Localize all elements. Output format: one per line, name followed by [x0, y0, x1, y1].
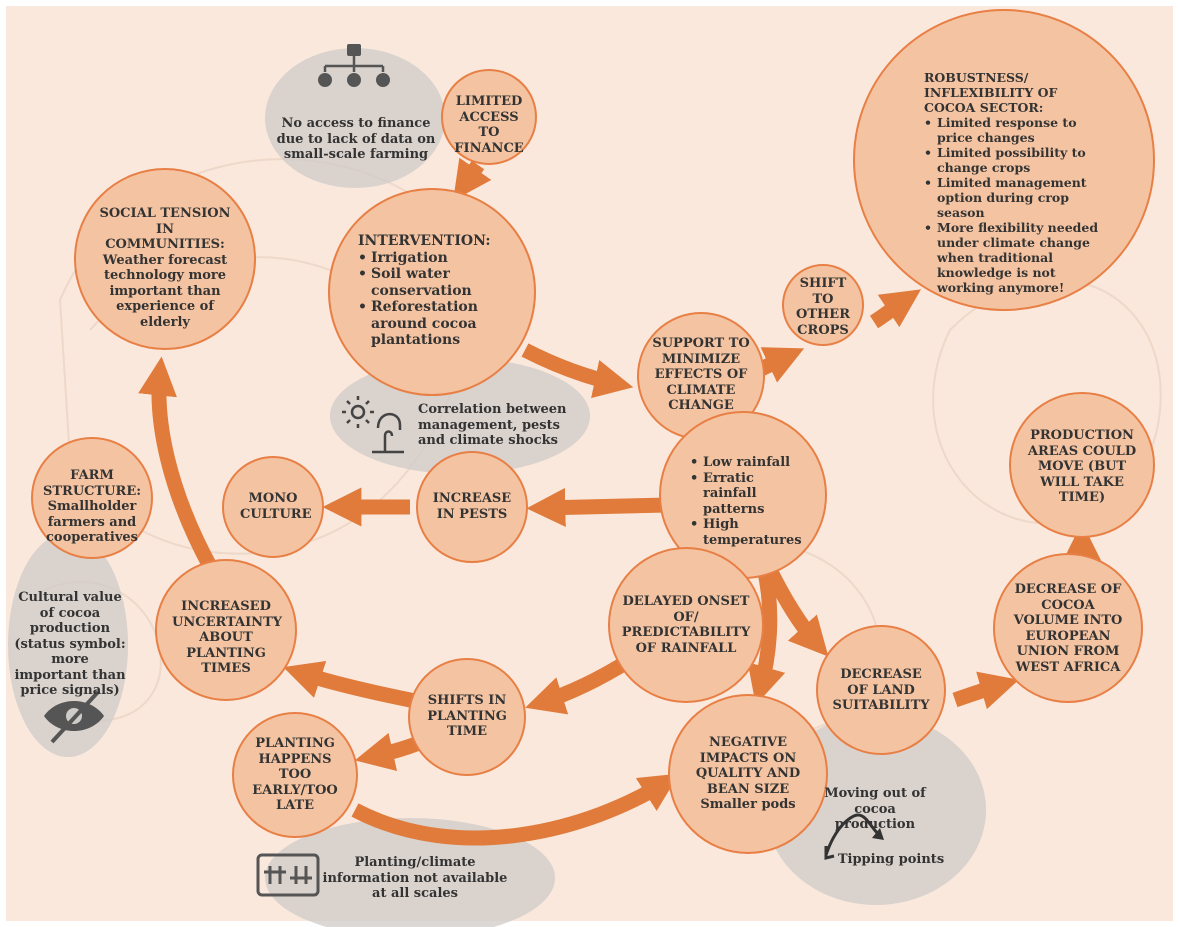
- eye-slash-icon: [44, 690, 104, 744]
- decrease-land-title: DECREASE OF LAND SUITABILITY: [832, 667, 930, 713]
- arrow-uncertainty-to-social: [138, 356, 219, 574]
- negative-impacts-title: NEGATIVE IMPACTS ON QUALITY AND BEAN SIZ…: [695, 735, 801, 797]
- increased-uncertainty-title: INCREASED UNCERTAINTY ABOUT PLANTING TIM…: [172, 599, 283, 676]
- social-tension-circle: [74, 168, 256, 350]
- moving-out-note: Moving out of cocoa production: [824, 786, 926, 832]
- planting-happens-node: PLANTING HAPPENS TOO EARLY/TOO LATE: [243, 736, 347, 814]
- intervention-item: Soil water conservation: [358, 266, 508, 299]
- robustness-node: ROBUSTNESS/ INFLEXIBILITY OF COCOA SECTO…: [924, 70, 1106, 295]
- correlation-note: Correlation between management, pests an…: [418, 402, 567, 448]
- sun-watering-icon: [342, 396, 404, 454]
- finance-note-bubble: [265, 48, 445, 188]
- shift-crops-title: SHIFT TO OTHER CROPS: [796, 276, 850, 338]
- delayed-onset-title: DELAYED ONSET OF/ PREDICTABILITY OF RAIN…: [621, 594, 751, 656]
- farm-structure-body: Smallholder farmers and cooperatives: [46, 499, 138, 545]
- farm-structure-title: FARM STRUCTURE:: [42, 468, 142, 499]
- robustness-item: More flexibility needed under climate ch…: [924, 220, 1106, 295]
- cultural-note: Cultural value of cocoa production (stat…: [14, 590, 126, 698]
- arrow-finance-to-intervention: [453, 157, 492, 201]
- cultural-note-bubble: [8, 533, 128, 757]
- robustness-item: Limited possibility to change crops: [924, 145, 1106, 175]
- mono-culture-node: MONO CULTURE: [240, 491, 312, 522]
- decrease-land-node: DECREASE OF LAND SUITABILITY: [828, 667, 934, 714]
- robustness-item: Limited response to price changes: [924, 115, 1106, 145]
- arrow-shift-to-robustness: [869, 289, 921, 329]
- intervention-item: Reforestation around cocoa plantations: [358, 299, 508, 349]
- climate-item: High temperatures: [690, 517, 810, 548]
- mono-culture-title: MONO CULTURE: [240, 491, 312, 522]
- negative-impacts-node: NEGATIVE IMPACTS ON QUALITY AND BEAN SIZ…: [688, 735, 808, 813]
- shifts-planting-circle: [408, 658, 526, 776]
- arrow-delayed-to-shifts: [525, 653, 634, 715]
- decrease-volume-circle: [993, 553, 1143, 703]
- support-title: SUPPORT TO MINIMIZE EFFECTS OF CLIMATE C…: [652, 336, 750, 413]
- limited-access-circle: [441, 69, 537, 165]
- intervention-node: INTERVENTION: Irrigation Soil water cons…: [358, 233, 508, 349]
- tipping-curve-icon: [824, 813, 884, 860]
- finance-note: No access to finance due to lack of data…: [276, 116, 436, 162]
- robustness-title: ROBUSTNESS/ INFLEXIBILITY OF COCOA SECTO…: [924, 70, 1058, 115]
- limited-access-node: LIMITED ACCESS TO FINANCE: [447, 94, 531, 156]
- planting-info-note: Planting/climate information not availab…: [322, 855, 508, 901]
- decrease-land-circle: [816, 625, 946, 755]
- arrow-climate-to-pests: [526, 487, 669, 527]
- shifts-planting-node: SHIFTS IN PLANTING TIME: [422, 693, 512, 740]
- farm-structure-node: FARM STRUCTURE: Smallholder farmers and …: [42, 468, 142, 546]
- hierarchy-icon: [318, 44, 390, 87]
- intervention-item: Irrigation: [358, 250, 508, 267]
- arrow-shifts-to-uncertainty: [283, 660, 422, 710]
- production-areas-node: PRODUCTION AREAS COULD MOVE (BUT WILL TA…: [1027, 428, 1137, 506]
- climate-item: Low rainfall: [690, 455, 810, 471]
- climate-item: Erratic rainfall patterns: [690, 471, 810, 518]
- limited-access-title: LIMITED ACCESS TO FINANCE: [454, 94, 524, 156]
- negative-impacts-circle: [668, 694, 828, 854]
- social-tension-title: SOCIAL TENSION IN COMMUNITIES:: [99, 206, 231, 252]
- arrow-planting-to-negative: [351, 773, 680, 846]
- arrow-climate-to-land: [763, 566, 829, 657]
- shifts-planting-title: SHIFTS IN PLANTING TIME: [427, 693, 507, 739]
- arrow-climate-to-negative: [747, 566, 786, 706]
- increased-uncertainty-node: INCREASED UNCERTAINTY ABOUT PLANTING TIM…: [172, 599, 283, 677]
- production-areas-title: PRODUCTION AREAS COULD MOVE (BUT WILL TA…: [1027, 428, 1137, 505]
- production-areas-circle: [1009, 392, 1155, 538]
- decrease-volume-title: DECREASE OF COCOA VOLUME INTO EUROPEAN U…: [1013, 582, 1123, 675]
- increase-pests-title: INCREASE IN PESTS: [432, 491, 512, 522]
- robustness-item: Limited management option during crop se…: [924, 175, 1106, 220]
- farm-structure-circle: [31, 437, 153, 559]
- social-tension-body: Weather forecast technology more importa…: [102, 252, 228, 330]
- data-dashboard-icon: [256, 853, 320, 897]
- social-tension-node: SOCIAL TENSION IN COMMUNITIES: Weather f…: [95, 206, 235, 330]
- increase-pests-node: INCREASE IN PESTS: [427, 491, 517, 522]
- planting-happens-circle: [232, 712, 358, 838]
- intervention-title: INTERVENTION:: [358, 233, 491, 249]
- tipping-points-note: Tipping points: [837, 852, 945, 867]
- arrow-land-to-volume: [952, 671, 1019, 710]
- delayed-onset-node: DELAYED ONSET OF/ PREDICTABILITY OF RAIN…: [620, 594, 752, 656]
- delayed-onset-circle: [608, 547, 764, 703]
- decrease-volume-node: DECREASE OF COCOA VOLUME INTO EUROPEAN U…: [1008, 582, 1128, 675]
- shift-crops-circle: [782, 264, 864, 346]
- shift-crops-node: SHIFT TO OTHER CROPS: [790, 276, 856, 338]
- negative-impacts-body: Smaller pods: [700, 797, 796, 812]
- arrow-intervention-to-support: [521, 343, 634, 399]
- planting-happens-title: PLANTING HAPPENS TOO EARLY/TOO LATE: [252, 736, 338, 813]
- increased-uncertainty-circle: [155, 559, 297, 701]
- climate-node: Low rainfall Erratic rainfall patterns H…: [690, 455, 810, 548]
- support-node: SUPPORT TO MINIMIZE EFFECTS OF CLIMATE C…: [645, 336, 757, 414]
- increase-pests-circle: [416, 451, 528, 563]
- mono-culture-circle: [222, 456, 324, 558]
